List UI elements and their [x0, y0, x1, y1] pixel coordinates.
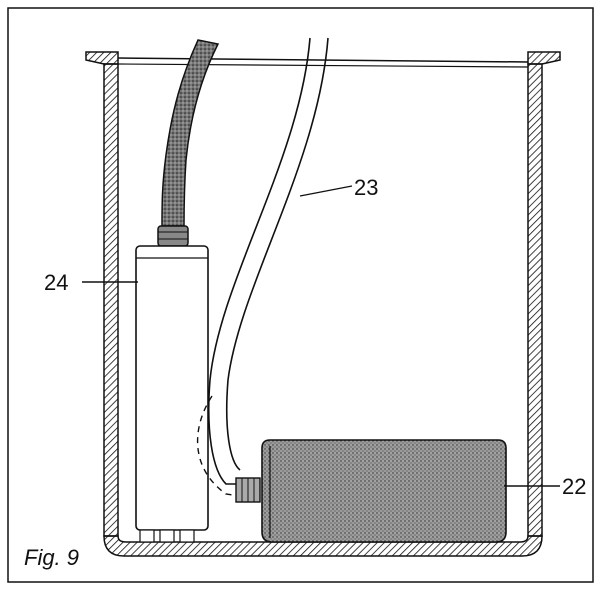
device-24 — [135, 245, 209, 543]
hose-coupling — [157, 225, 189, 247]
container-rim-left — [85, 51, 119, 65]
container-bottom — [103, 535, 543, 557]
hidden-tube-dashed — [196, 395, 241, 497]
tube-connector — [235, 477, 261, 503]
container-wall-right — [527, 63, 543, 537]
callout-label-24: 24 — [44, 270, 68, 295]
callout-label-22: 22 — [562, 474, 586, 499]
tube-23 — [207, 37, 329, 485]
container-rim-right — [527, 51, 561, 65]
container-back-rim — [117, 57, 529, 63]
figure-frame — [7, 7, 594, 583]
callout-label-23: 23 — [354, 175, 378, 200]
corrugated-hose — [161, 39, 220, 227]
device-22 — [261, 439, 507, 543]
leader-line-23 — [299, 185, 353, 197]
container-tank — [85, 51, 561, 557]
container-wall-left — [103, 63, 119, 537]
figure-caption: Fig. 9 — [24, 545, 79, 570]
